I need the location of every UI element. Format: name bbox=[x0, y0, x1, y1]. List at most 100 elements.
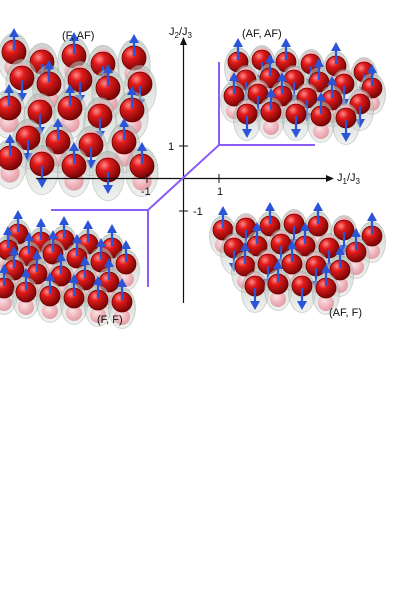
spin-up-icon bbox=[273, 260, 283, 269]
spin-up-icon bbox=[69, 142, 79, 151]
spin-up-icon bbox=[127, 86, 137, 95]
atom-shadow-icon bbox=[313, 123, 329, 139]
spin-up-icon bbox=[69, 32, 79, 41]
y-axis-label-sub2: 3 bbox=[188, 31, 193, 40]
spin-up-icon bbox=[266, 88, 276, 97]
spin-up-icon bbox=[4, 84, 14, 93]
spin-up-icon bbox=[281, 38, 291, 47]
spin-up-icon bbox=[48, 230, 58, 239]
spin-up-icon bbox=[83, 220, 93, 229]
atom-clusters bbox=[0, 28, 386, 329]
atom-with-spin bbox=[307, 92, 335, 143]
y-axis-label-sub1: 2 bbox=[175, 31, 180, 40]
spin-up-icon bbox=[314, 58, 324, 67]
spin-up-icon bbox=[69, 274, 79, 283]
atom-with-spin bbox=[312, 264, 340, 315]
atom-shadow-icon bbox=[270, 291, 286, 307]
spin-down-icon bbox=[17, 93, 27, 102]
spin-up-icon bbox=[103, 64, 113, 73]
atom-with-spin bbox=[12, 268, 40, 319]
atom-with-spin bbox=[57, 142, 91, 198]
atom-shadow-icon bbox=[0, 295, 12, 311]
spin-up-icon bbox=[32, 250, 42, 259]
phase-label-af-af: (AF, AF) bbox=[242, 28, 282, 40]
spin-up-icon bbox=[44, 60, 54, 69]
atom-shadow-icon bbox=[90, 307, 106, 323]
atom-with-spin bbox=[0, 134, 27, 190]
atom-with-spin bbox=[288, 271, 316, 313]
spin-up-icon bbox=[65, 84, 75, 93]
y-tick-label-positive: 1 bbox=[168, 141, 174, 153]
spin-up-icon bbox=[45, 272, 55, 281]
atom-with-spin bbox=[123, 64, 157, 116]
spin-up-icon bbox=[313, 202, 323, 211]
spin-down-icon bbox=[242, 129, 252, 138]
phase-label-af-f: (AF, F) bbox=[329, 307, 362, 319]
atom-shadow-icon bbox=[42, 303, 58, 319]
spin-up-icon bbox=[351, 228, 361, 237]
spin-up-icon bbox=[265, 202, 275, 211]
spin-up-icon bbox=[93, 276, 103, 285]
spin-up-icon bbox=[53, 118, 63, 127]
atom-with-spin bbox=[108, 278, 136, 329]
x-axis-label: J1/J3 bbox=[337, 172, 361, 186]
spin-up-icon bbox=[265, 54, 275, 63]
spin-down-icon bbox=[297, 301, 307, 310]
spin-down-icon bbox=[341, 133, 351, 142]
spin-up-icon bbox=[3, 226, 13, 235]
spin-up-icon bbox=[24, 232, 34, 241]
spin-up-icon bbox=[80, 256, 90, 265]
atom-with-spin bbox=[332, 103, 360, 145]
x-tick-label-positive: 1 bbox=[217, 186, 223, 198]
atom-with-spin bbox=[25, 144, 59, 196]
y-axis-label: J2/J3 bbox=[169, 26, 193, 40]
spin-up-icon bbox=[107, 224, 117, 233]
y-tick-label-negative: -1 bbox=[193, 206, 203, 218]
spin-up-icon bbox=[72, 234, 82, 243]
atom-shadow-icon bbox=[18, 299, 34, 315]
atom-with-spin bbox=[233, 99, 261, 141]
spin-up-icon bbox=[233, 38, 243, 47]
spin-up-icon bbox=[104, 258, 114, 267]
spin-up-icon bbox=[287, 240, 297, 249]
atom-with-spin bbox=[91, 150, 125, 202]
atom-shadow-icon bbox=[66, 305, 82, 321]
spin-up-icon bbox=[9, 246, 19, 255]
spin-down-icon bbox=[37, 179, 47, 188]
atom-with-spin bbox=[84, 276, 112, 327]
x-axis-label-sub2: 3 bbox=[356, 177, 361, 186]
spin-down-icon bbox=[250, 301, 260, 310]
spin-up-icon bbox=[0, 264, 9, 273]
spin-up-icon bbox=[218, 206, 228, 215]
spin-up-icon bbox=[137, 142, 147, 151]
spin-up-icon bbox=[21, 268, 31, 277]
x-axis-label-slash: /J bbox=[347, 172, 356, 184]
atom-with-spin bbox=[0, 264, 18, 315]
spin-down-icon bbox=[291, 129, 301, 138]
red-sphere-atom-icon bbox=[0, 95, 22, 121]
spin-up-icon bbox=[331, 42, 341, 51]
atom-with-spin bbox=[60, 274, 88, 325]
phase-label-f-af: (F, AF) bbox=[62, 30, 94, 42]
atom-with-spin bbox=[241, 271, 269, 313]
spin-up-icon bbox=[335, 246, 345, 255]
spin-up-icon bbox=[59, 216, 69, 225]
phase-boundaries bbox=[51, 62, 315, 287]
y-axis-label-slash: /J bbox=[179, 26, 188, 38]
spin-up-icon bbox=[229, 72, 239, 81]
x-axis-arrowhead-icon bbox=[326, 175, 334, 182]
phase-labels: (F, AF) (AF, AF) (F, F) (AF, F) bbox=[62, 28, 362, 326]
spin-up-icon bbox=[9, 28, 19, 37]
spin-up-icon bbox=[56, 252, 66, 261]
atom-shadow-icon bbox=[318, 295, 334, 311]
spin-up-icon bbox=[277, 72, 287, 81]
atom-shadow-icon bbox=[263, 119, 279, 135]
spin-up-icon bbox=[321, 264, 331, 273]
spin-up-icon bbox=[327, 76, 337, 85]
atom-with-spin bbox=[36, 272, 64, 323]
y-axis-arrowhead-icon bbox=[180, 37, 187, 45]
spin-up-icon bbox=[367, 212, 377, 221]
spin-up-icon bbox=[252, 222, 262, 231]
